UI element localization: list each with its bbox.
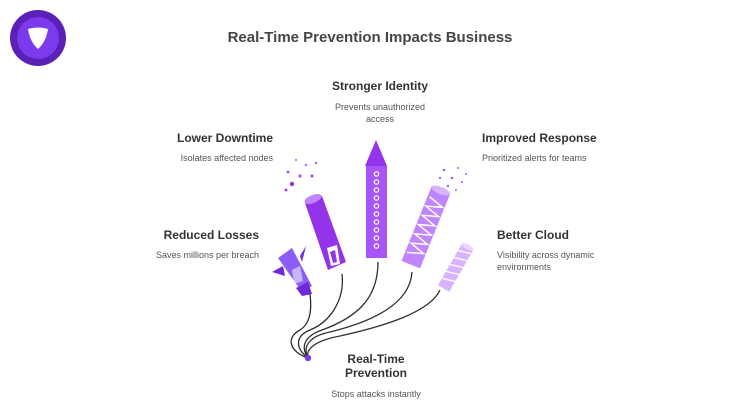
node-desc-improved-response: Prioritized alerts for teams bbox=[482, 153, 587, 163]
node-title-better-cloud: Better Cloud bbox=[497, 228, 569, 242]
string-stronger-identity bbox=[303, 261, 379, 359]
shield-logo-icon bbox=[10, 10, 66, 66]
desc-line: access bbox=[365, 114, 394, 124]
firework-improved-response bbox=[401, 166, 468, 269]
node-title-lower-downtime: Lower Downtime bbox=[176, 131, 273, 145]
rocket-stronger-identity bbox=[365, 140, 387, 258]
center-title: Real-Time Prevention bbox=[300, 352, 452, 380]
firework-lower-downtime bbox=[284, 158, 346, 270]
desc-line: Visibility across dynamic bbox=[497, 250, 595, 260]
fuse-dot bbox=[304, 354, 312, 362]
center-title-line: Prevention bbox=[344, 366, 407, 380]
string-reduced-losses bbox=[290, 293, 312, 359]
firework-better-cloud bbox=[437, 243, 474, 292]
node-title-reduced-losses: Reduced Losses bbox=[163, 228, 259, 242]
center-desc: Stops attacks instantly bbox=[331, 389, 421, 399]
center-title-line: Real-Time bbox=[347, 352, 405, 366]
string-improved-response bbox=[305, 271, 413, 359]
node-title-improved-response: Improved Response bbox=[482, 131, 597, 145]
desc-line: environments bbox=[497, 262, 552, 272]
string-better-cloud bbox=[306, 289, 441, 359]
desc-line: Prevents unauthorized bbox=[334, 102, 426, 112]
node-desc-better-cloud: Visibility across dynamic environments bbox=[497, 249, 594, 273]
node-desc-stronger-identity: Prevents unauthorized access bbox=[300, 101, 460, 125]
node-desc-lower-downtime: Isolates affected nodes bbox=[180, 153, 273, 163]
node-desc-reduced-losses: Saves millions per breach bbox=[155, 250, 259, 260]
diagram-title: Real-Time Prevention Impacts Business bbox=[227, 29, 513, 46]
string-lower-downtime bbox=[297, 273, 344, 359]
node-title-stronger-identity: Stronger Identity bbox=[331, 79, 428, 93]
rocket-reduced-losses bbox=[272, 246, 312, 296]
connector-lines bbox=[290, 261, 441, 359]
